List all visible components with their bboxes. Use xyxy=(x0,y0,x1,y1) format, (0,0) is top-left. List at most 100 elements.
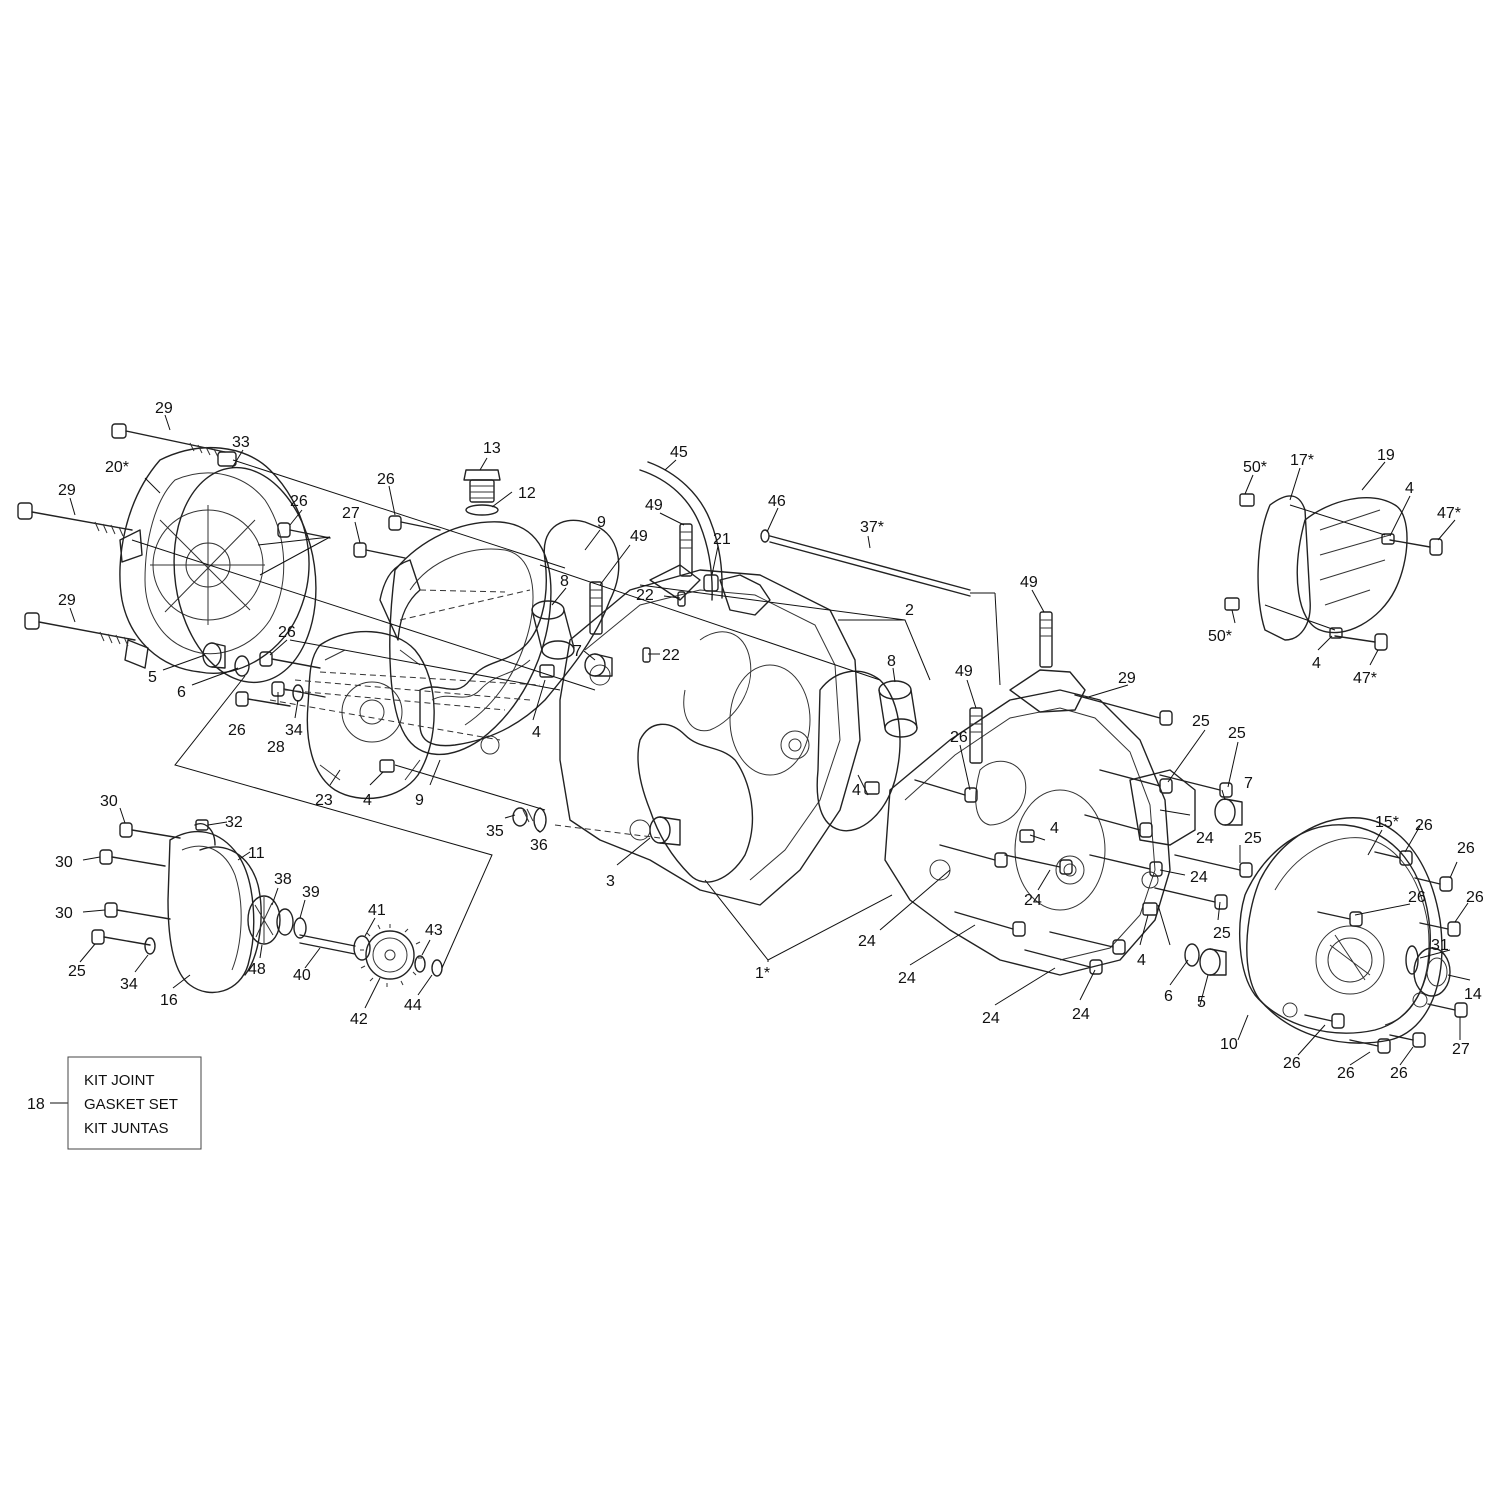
callout-26: 26 xyxy=(1457,840,1475,857)
bolt-26-r2 xyxy=(1414,876,1453,892)
bolt-28 xyxy=(271,681,326,698)
callout-24: 24 xyxy=(982,1010,1000,1027)
bolt-24-f xyxy=(1049,931,1126,955)
callout-14: 14 xyxy=(1464,986,1482,1003)
dowel-4-a xyxy=(379,759,395,773)
callout-33: 33 xyxy=(232,434,250,451)
callout-30: 30 xyxy=(55,905,73,922)
callout-35: 35 xyxy=(486,823,504,840)
callout-12: 12 xyxy=(518,485,536,502)
crankcase-left-half xyxy=(559,564,861,906)
o-ring-31 xyxy=(1405,945,1419,975)
bearing-41 xyxy=(353,935,371,961)
callout-24: 24 xyxy=(1072,1006,1090,1023)
callout-26: 26 xyxy=(1337,1065,1355,1082)
callout-24: 24 xyxy=(1024,892,1042,909)
bushing-7-left xyxy=(584,653,613,677)
dowel-4-e xyxy=(1142,902,1158,916)
callout-26: 26 xyxy=(950,729,968,746)
bushing-7-right xyxy=(1214,798,1243,826)
dowel-50-b xyxy=(1224,597,1240,611)
callout-26: 26 xyxy=(290,493,308,510)
callout-36: 36 xyxy=(530,837,548,854)
bolt-26-lower-b xyxy=(235,691,291,707)
kit-line-2: GASKET SET xyxy=(84,1096,178,1113)
callout-11: 11 xyxy=(248,845,265,862)
callout-45: 45 xyxy=(670,444,688,461)
callout-7: 7 xyxy=(1244,775,1253,792)
callout-18: 18 xyxy=(27,1096,45,1113)
callout-30: 30 xyxy=(55,854,73,871)
callout-16: 16 xyxy=(160,992,178,1009)
callout-37: 37* xyxy=(860,519,884,536)
plug-5-left xyxy=(202,642,226,669)
callout-5: 5 xyxy=(148,669,157,686)
callout-44: 44 xyxy=(404,997,422,1014)
bolt-24-d xyxy=(1004,854,1073,875)
callout-22: 22 xyxy=(636,587,654,604)
plug-5-right xyxy=(1199,948,1227,976)
seal-38 xyxy=(276,908,294,936)
callout-39: 39 xyxy=(302,884,320,901)
bolt-29-low xyxy=(24,612,136,647)
bolt-27-left xyxy=(353,542,406,559)
callout-49: 49 xyxy=(630,528,648,545)
bolt-26-lower-a xyxy=(259,651,321,669)
callout-32: 32 xyxy=(225,814,243,831)
callout-6: 6 xyxy=(1164,988,1173,1005)
callout-28: 28 xyxy=(267,739,285,756)
callout-23: 23 xyxy=(315,792,333,809)
callout-22: 22 xyxy=(662,647,680,664)
bolt-26-upper-left xyxy=(277,522,331,539)
bolt-24-b xyxy=(1089,854,1163,877)
shaft-37 xyxy=(769,535,971,591)
callout-25: 25 xyxy=(1213,925,1231,942)
callout-46: 46 xyxy=(768,493,786,510)
callout-6: 6 xyxy=(177,684,186,701)
callout-4: 4 xyxy=(852,782,861,799)
stud-49-a xyxy=(589,581,603,635)
stud-49-c xyxy=(969,707,983,764)
water-pump-cover-16 xyxy=(167,823,255,994)
callout-21: 21 xyxy=(713,531,731,548)
callout-29: 29 xyxy=(58,592,76,609)
bolt-30-b xyxy=(99,849,166,867)
callout-27: 27 xyxy=(1452,1041,1470,1058)
callout-4: 4 xyxy=(532,724,541,741)
gasket-9-left xyxy=(419,519,620,747)
callout-9: 9 xyxy=(597,514,606,531)
bearing-8-left xyxy=(531,600,575,660)
callout-4: 4 xyxy=(1050,820,1059,837)
callout-34: 34 xyxy=(285,722,303,739)
water-pump-housing-23 xyxy=(306,630,435,800)
bolt-30-c xyxy=(104,902,171,920)
callout-49: 49 xyxy=(955,663,973,680)
callout-49: 49 xyxy=(645,497,663,514)
bolt-47-b xyxy=(1334,633,1388,651)
bolt-24-c xyxy=(939,844,1008,868)
callout-24: 24 xyxy=(1190,869,1208,886)
bolt-25-d xyxy=(1154,887,1228,910)
plug-3 xyxy=(649,816,681,846)
callout-13: 13 xyxy=(483,440,501,457)
gasket-11 xyxy=(199,846,262,976)
bolt-26-r1 xyxy=(1374,850,1413,866)
o-ring-33 xyxy=(173,466,317,684)
callout-38: 38 xyxy=(274,871,292,888)
dowel-50-a xyxy=(1239,493,1255,507)
bolt-27-right xyxy=(1427,1002,1468,1018)
callout-41: 41 xyxy=(368,902,386,919)
pump-shaft-40 xyxy=(299,934,356,955)
bolt-30-a xyxy=(119,822,181,839)
callout-7: 7 xyxy=(573,643,582,660)
callout-26: 26 xyxy=(1390,1065,1408,1082)
callout-25: 25 xyxy=(68,963,86,980)
washer-43 xyxy=(414,955,426,973)
bearing-8-right xyxy=(878,680,918,738)
bolt-29-top xyxy=(111,423,226,458)
callout-4: 4 xyxy=(1312,655,1321,672)
washer-46 xyxy=(760,529,770,543)
callout-25: 25 xyxy=(1228,725,1246,742)
